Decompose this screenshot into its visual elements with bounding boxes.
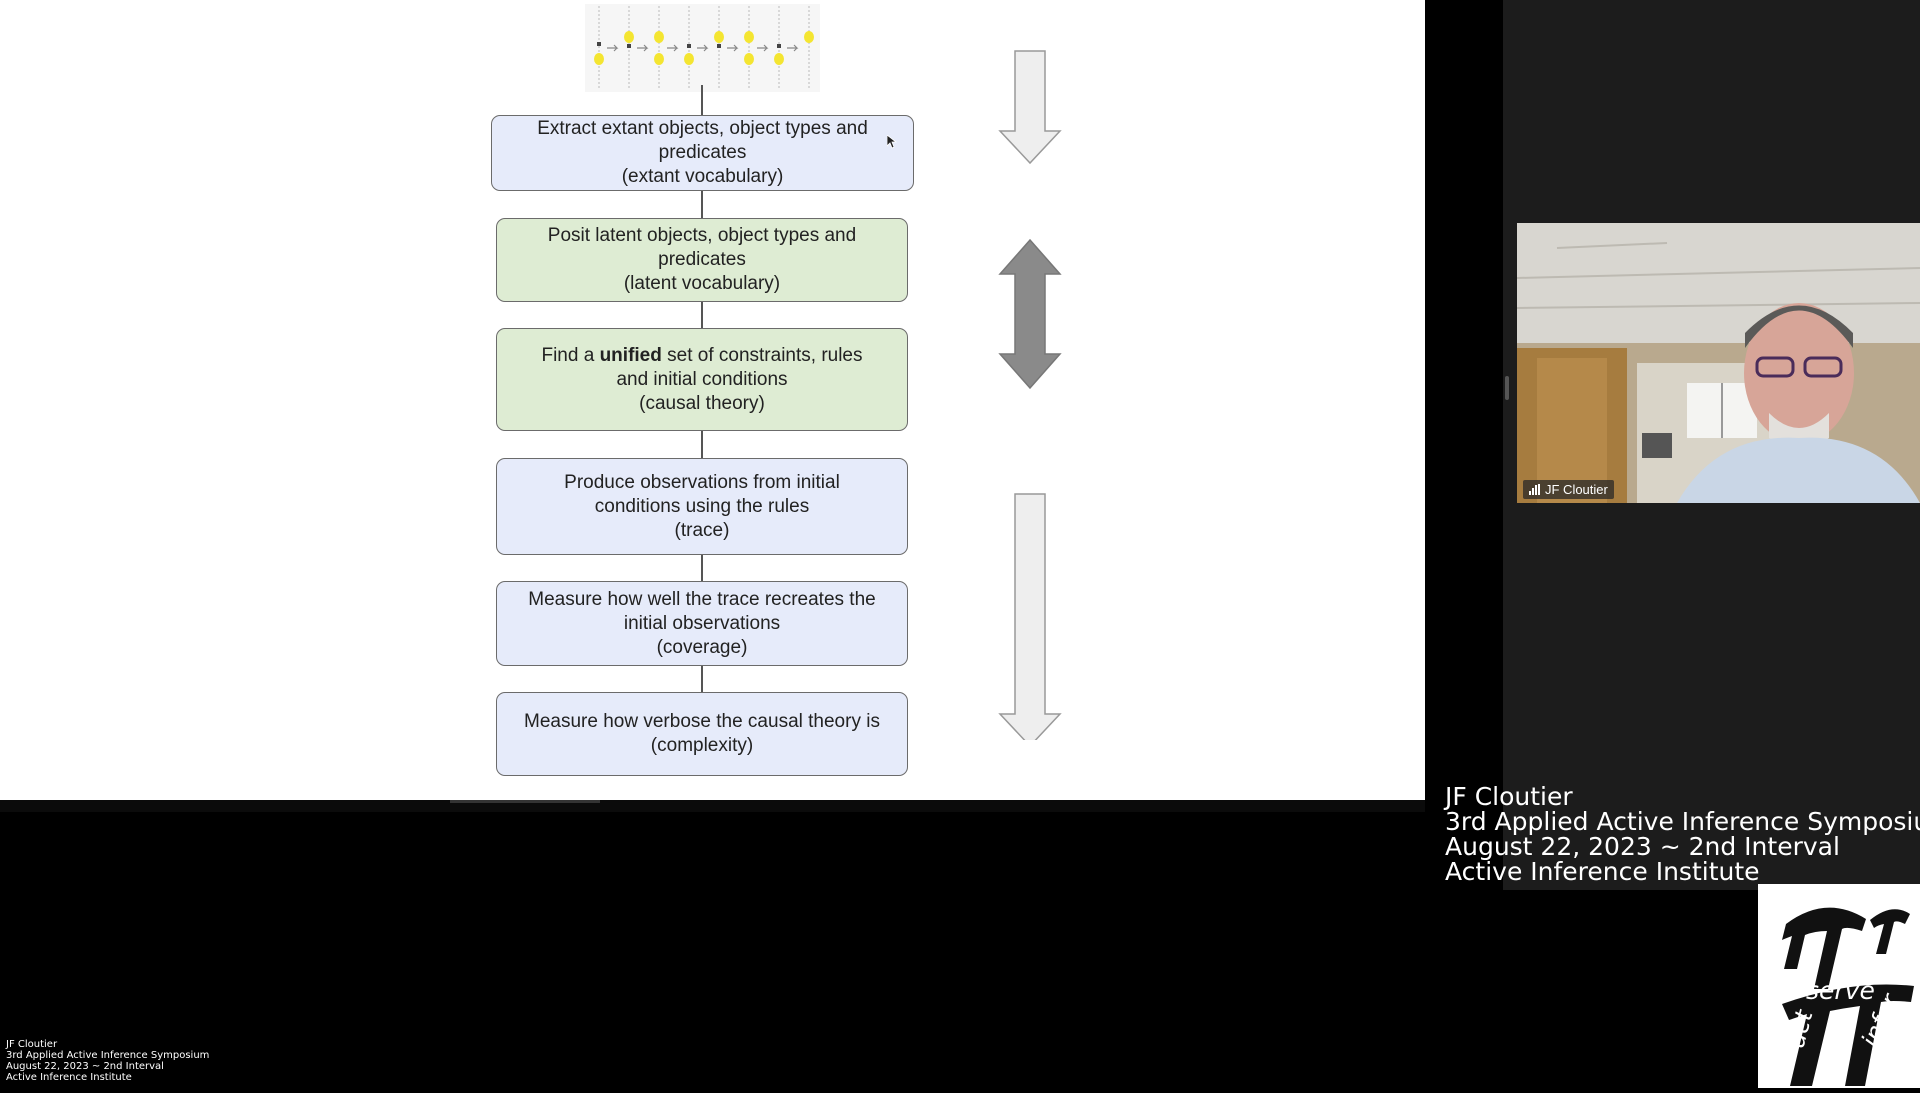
- step-coverage-box: Measure how well the trace recreates the…: [496, 581, 908, 666]
- speaker-name: JF Cloutier: [6, 1039, 58, 1050]
- institute-logo: serve act infer: [1758, 884, 1920, 1088]
- logo-serve-text: serve: [1806, 976, 1875, 1005]
- signal-strength-icon: [1529, 484, 1540, 495]
- step-text: initial observations: [623, 612, 781, 634]
- speaker-name: JF Cloutier: [1445, 782, 1573, 811]
- double-arrow-icon: [998, 238, 1062, 390]
- step-text: predicates: [658, 142, 747, 163]
- speaker-caption: JF Cloutier 3rd Applied Active Inference…: [1445, 784, 1920, 884]
- down-arrow-icon: [998, 50, 1062, 165]
- step-text: (coverage): [656, 636, 748, 658]
- down-arrow-icon: [998, 493, 1062, 740]
- step-extract-box: Extract extant objects, object types and…: [491, 115, 914, 191]
- step-text: Measure how verbose the causal theory is: [524, 711, 880, 732]
- step-text: (complexity): [650, 735, 754, 756]
- presentation-slide: Extract extant objects, object types and…: [0, 0, 1425, 800]
- direction-arrows: [998, 50, 1062, 740]
- participant-name-tag: JF Cloutier: [1523, 480, 1614, 499]
- organization-name: Active Inference Institute: [6, 1072, 132, 1083]
- panel-resize-handle[interactable]: [1505, 376, 1509, 400]
- step-text: conditions using the rules: [594, 495, 810, 517]
- step-text: (latent vocabulary): [623, 273, 781, 294]
- step-text: (extant vocabulary): [621, 166, 784, 187]
- step-text: Posit latent objects, object types and: [547, 225, 857, 246]
- event-date: August 22, 2023 ~ 2nd Interval: [6, 1061, 164, 1072]
- participant-video-frame: [1517, 223, 1920, 503]
- participant-name: JF Cloutier: [1545, 482, 1608, 497]
- step-posit-box: Posit latent objects, object types and p…: [496, 218, 908, 302]
- step-produce-box: Produce observations from initial condit…: [496, 458, 908, 555]
- step-text: Measure how well the trace recreates the: [528, 588, 876, 610]
- step-text: and initial conditions: [616, 368, 788, 390]
- presenter-side-panel: [1425, 0, 1503, 800]
- event-date: August 22, 2023 ~ 2nd Interval: [1445, 832, 1840, 861]
- step-text: Produce observations from initial: [564, 471, 840, 493]
- event-title: 3rd Applied Active Inference Symposium: [6, 1050, 210, 1061]
- slide-bottom-bar: [0, 800, 1425, 812]
- emphasis-text: unified: [599, 344, 662, 366]
- step-text: predicates: [658, 249, 746, 270]
- step-text: (causal theory): [639, 392, 765, 414]
- small-speaker-caption: JF Cloutier 3rd Applied Active Inference…: [6, 1039, 209, 1083]
- lightbulb-sequence-image: [585, 4, 820, 92]
- step-text: Find a unified set of constraints, rules: [541, 344, 863, 366]
- event-title: 3rd Applied Active Inference Symposium: [1445, 807, 1920, 836]
- step-text: (trace): [674, 519, 730, 541]
- step-complexity-box: Measure how verbose the causal theory is…: [496, 692, 908, 776]
- slide-progress-indicator: [450, 800, 600, 803]
- step-unify-box: Find a unified set of constraints, rules…: [496, 328, 908, 431]
- mouse-cursor-icon: [887, 135, 897, 149]
- step-text: Extract extant objects, object types and: [537, 118, 868, 139]
- participant-video-tile[interactable]: JF Cloutier: [1517, 223, 1920, 503]
- organization-name: Active Inference Institute: [1445, 857, 1760, 886]
